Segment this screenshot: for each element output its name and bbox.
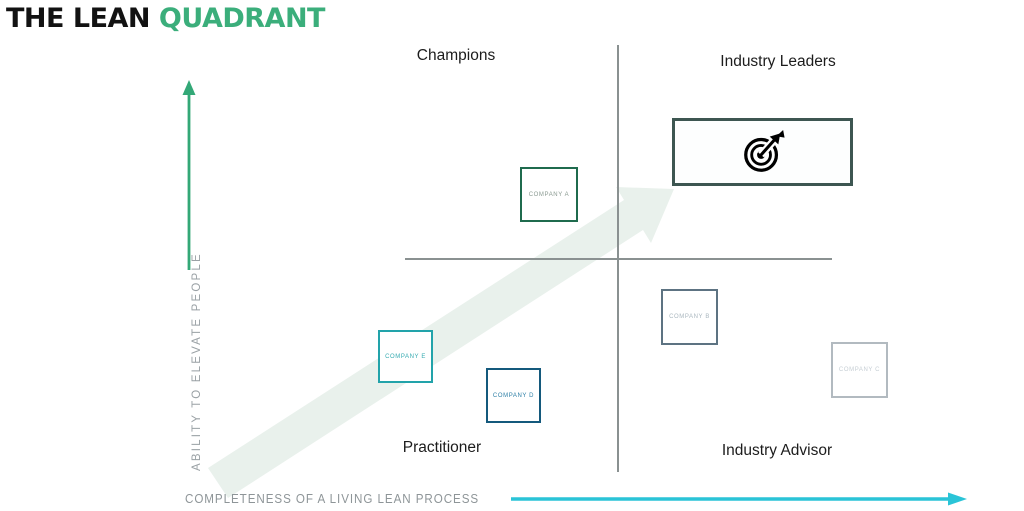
company-d-box: COMPANY D bbox=[486, 368, 541, 423]
company-e-box: COMPANY E bbox=[378, 330, 433, 383]
page-title-black: THE LEAN bbox=[6, 3, 159, 34]
company-a-label: COMPANY A bbox=[528, 191, 570, 198]
company-b-box: COMPANY B bbox=[661, 289, 718, 345]
company-b-label: COMPANY B bbox=[669, 314, 710, 320]
company-a-box: COMPANY A bbox=[520, 167, 578, 222]
page-title: THE LEAN QUADRANT bbox=[6, 3, 325, 34]
page-title-accent: QUADRANT bbox=[158, 3, 326, 34]
bullseye-arrow-icon bbox=[743, 129, 785, 172]
quadrant-label-practitioner: Practitioner bbox=[402, 439, 482, 456]
x-axis-label: COMPLETENESS OF A LIVING LEAN PROCESS bbox=[185, 492, 480, 506]
y-axis-arrow-icon bbox=[182, 80, 196, 270]
quadrant-label-industry-leaders: Industry Leaders bbox=[720, 53, 836, 70]
company-e-label: COMPANY E bbox=[385, 353, 426, 360]
y-axis-label: ABILITY TO ELEVATE PEOPLE bbox=[191, 252, 203, 471]
quadrant-label-champions: Champions bbox=[416, 47, 496, 64]
company-d-label: COMPANY D bbox=[492, 392, 535, 399]
quadrant-label-industry-advisor: Industry Advisor bbox=[721, 442, 833, 459]
x-axis-arrow-icon bbox=[511, 492, 967, 506]
company-c-label: COMPANY C bbox=[838, 367, 881, 373]
quadrant-vertical-line bbox=[617, 45, 619, 472]
company-c-box: COMPANY C bbox=[831, 342, 888, 398]
target-goal-box bbox=[672, 118, 853, 186]
